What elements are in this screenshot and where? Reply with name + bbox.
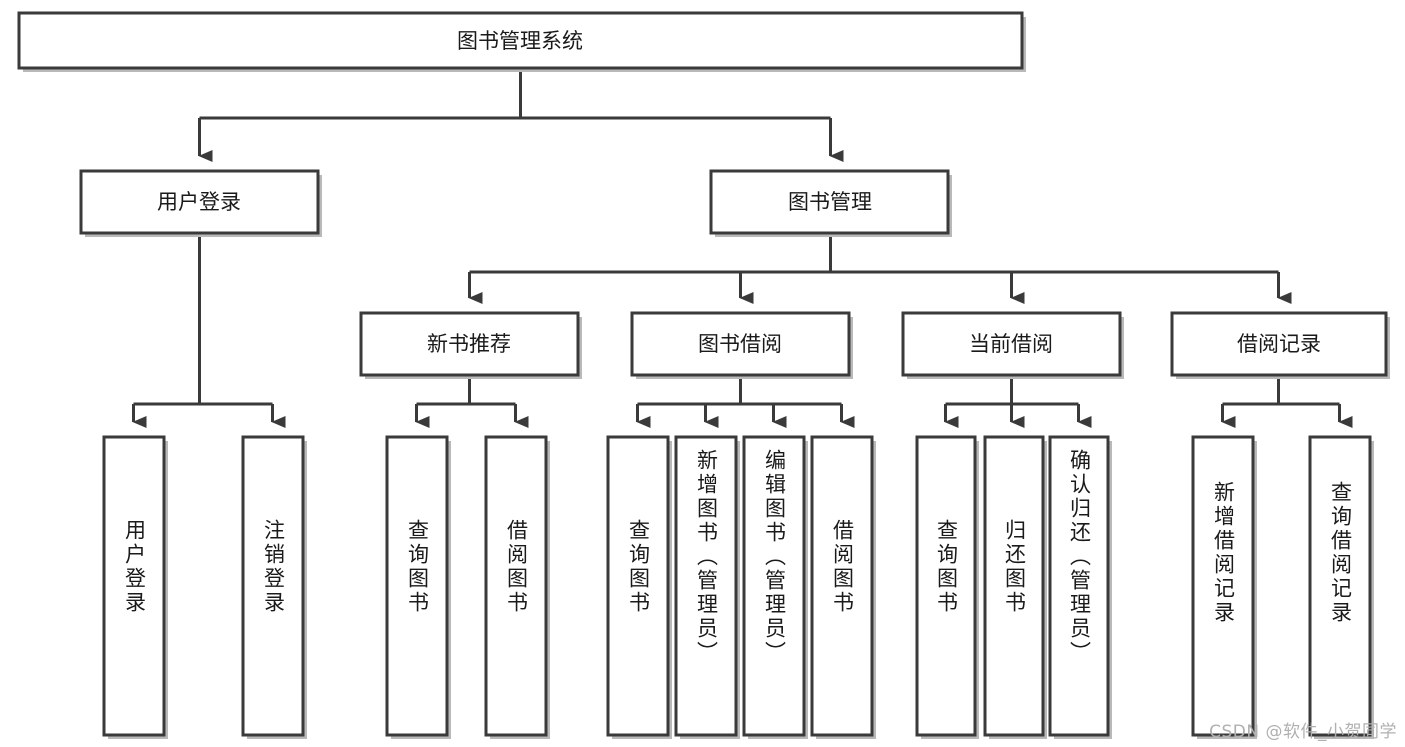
connector-group-root xyxy=(198,68,844,162)
leaf-query-book-b-box[interactable] xyxy=(606,435,670,737)
node-book-manage-label: 图书管理 xyxy=(788,190,872,214)
node-borrow-record-label: 借阅记录 xyxy=(1237,332,1321,356)
node-book-borrow[interactable]: 图书借阅 xyxy=(630,311,853,379)
node-book-manage[interactable]: 图书管理 xyxy=(709,169,952,237)
leaf-edit-book-box[interactable] xyxy=(742,435,806,737)
leaf-query-book-rec-box[interactable] xyxy=(385,435,449,737)
leaf-return-book-box[interactable] xyxy=(983,435,1045,737)
connector-group-user-login xyxy=(132,233,286,428)
leaf-query-book-c-box[interactable] xyxy=(915,435,977,737)
leaf-logout-box[interactable] xyxy=(241,435,305,737)
leaf-confirm-return-box[interactable] xyxy=(1048,435,1110,737)
node-current-borrow[interactable]: 当前借阅 xyxy=(901,311,1124,379)
connector-group-new-book-rec xyxy=(415,375,529,428)
node-user-login[interactable]: 用户登录 xyxy=(79,169,322,237)
leaf-borrow-book-b-box[interactable] xyxy=(810,435,874,737)
node-book-borrow-label: 图书借阅 xyxy=(698,332,782,356)
connector-group-book-borrow xyxy=(636,375,855,428)
leaf-add-book-box[interactable] xyxy=(674,435,738,737)
node-borrow-record[interactable]: 借阅记录 xyxy=(1170,311,1390,379)
node-new-book-rec[interactable]: 新书推荐 xyxy=(359,311,582,379)
connector-group-borrow-record xyxy=(1221,375,1353,428)
connector-group-book-manage xyxy=(468,233,1292,304)
leaf-borrow-book-rec-box[interactable] xyxy=(484,435,548,737)
leaf-add-record-box[interactable] xyxy=(1191,435,1255,737)
node-book-borrow-box[interactable] xyxy=(630,311,851,377)
leaf-user-login-box[interactable] xyxy=(102,435,166,737)
leaf-boxes xyxy=(102,435,1374,739)
node-current-borrow-box[interactable] xyxy=(901,311,1122,377)
node-book-manage-box[interactable] xyxy=(709,169,950,235)
connector-group-current-borrow xyxy=(944,375,1092,428)
node-current-borrow-label: 当前借阅 xyxy=(969,332,1053,356)
node-user-login-box[interactable] xyxy=(79,169,320,235)
node-root[interactable]: 图书管理系统 xyxy=(17,11,1026,72)
node-user-login-label: 用户登录 xyxy=(157,190,241,214)
watermark-text: CSDN @软件_小贺同学 xyxy=(1209,722,1397,742)
node-root-box[interactable] xyxy=(17,11,1024,70)
node-new-book-rec-label: 新书推荐 xyxy=(427,332,511,356)
node-root-label: 图书管理系统 xyxy=(457,29,583,53)
node-borrow-record-box[interactable] xyxy=(1170,311,1388,377)
leaf-query-record-box[interactable] xyxy=(1308,435,1372,737)
node-new-book-rec-box[interactable] xyxy=(359,311,580,377)
